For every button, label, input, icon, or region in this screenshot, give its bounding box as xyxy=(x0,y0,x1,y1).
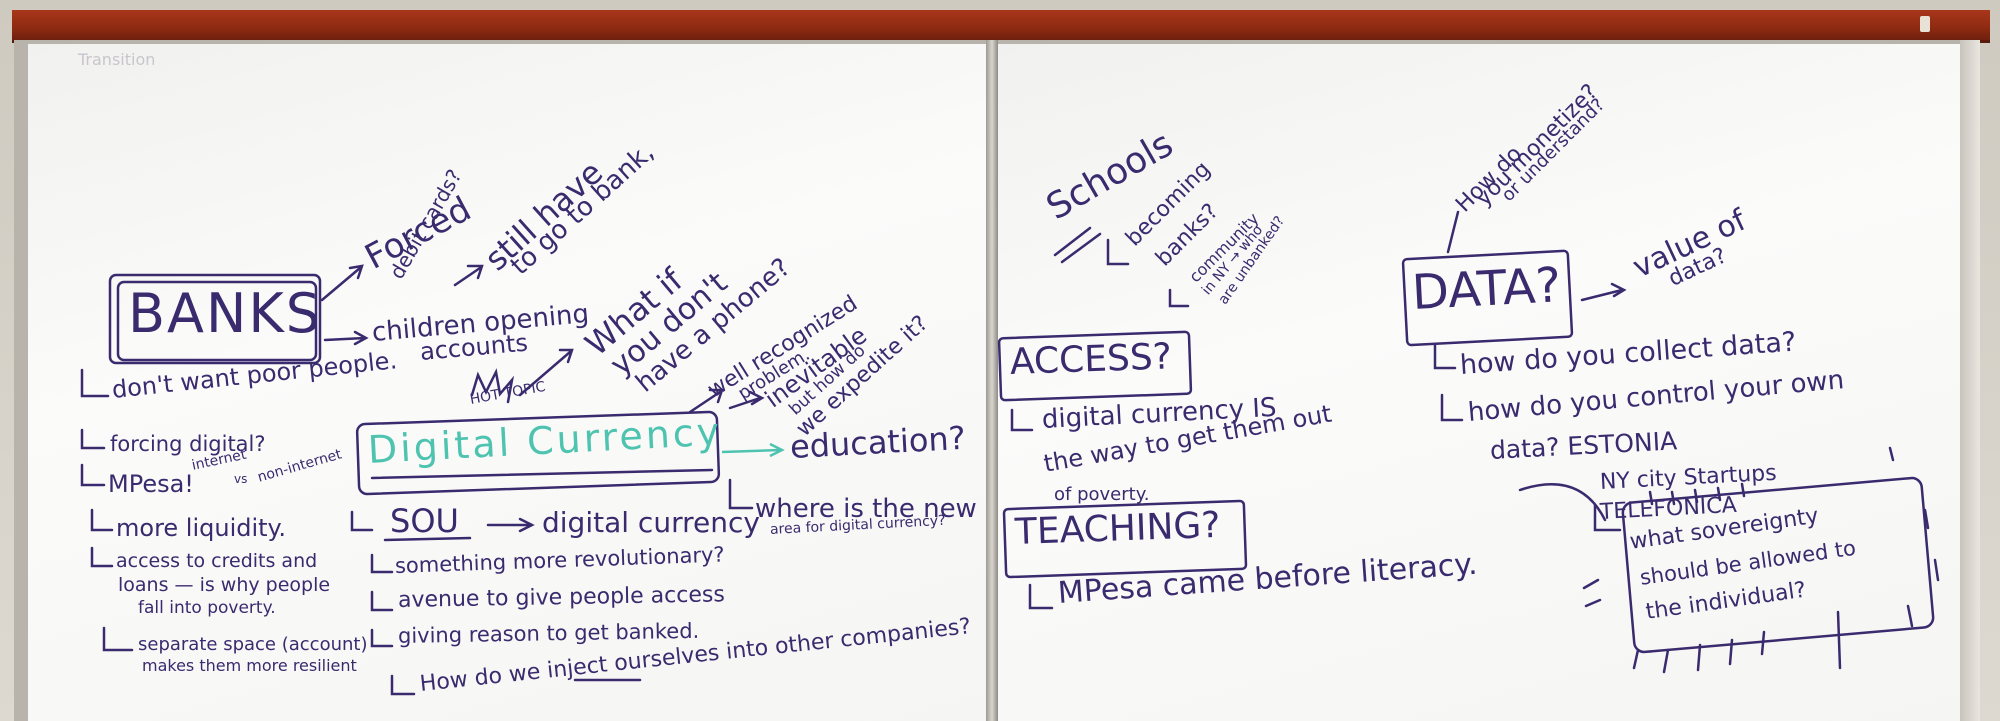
hook-arrow-control xyxy=(1440,393,1464,422)
more-resilient-text: makes them more resilient xyxy=(142,656,357,675)
arrow-to-education xyxy=(721,442,785,458)
hook-arrow-where xyxy=(728,478,754,510)
where-new-text: where is the new xyxy=(755,494,977,524)
arrow-to-forced xyxy=(320,264,364,302)
arrow-to-still-have xyxy=(453,264,484,287)
hook-arrow-community xyxy=(1168,288,1190,308)
access-heading: ACCESS? xyxy=(1009,336,1173,383)
forcing-digital-text: forcing digital? xyxy=(110,432,266,456)
digital-currency-underline xyxy=(370,468,714,480)
arrow-to-digital xyxy=(486,517,535,533)
vs-text: vs xyxy=(234,472,248,486)
data-heading: DATA? xyxy=(1410,257,1563,321)
data-box xyxy=(1401,249,1574,347)
hook-arrow-sov xyxy=(1593,503,1622,532)
digital-currency-box xyxy=(355,410,721,496)
whiteboard-right-panel xyxy=(998,44,1960,721)
teaching-box xyxy=(1002,499,1248,579)
banks-heading: BANKS xyxy=(128,282,323,345)
hook-arrow-inject xyxy=(390,674,416,696)
sov-curve xyxy=(1518,483,1607,522)
emphasis-ticks xyxy=(1582,446,1940,674)
hook-arrow-sou xyxy=(350,510,374,532)
access-box xyxy=(997,330,1193,402)
sou-underline xyxy=(383,536,472,542)
board-right-edge xyxy=(1960,40,1980,721)
arrow-to-what-if xyxy=(518,348,574,397)
hook-arrow-avenue xyxy=(370,590,394,612)
arrow-to-well-recognized xyxy=(688,388,724,414)
mpesa-text: MPesa! xyxy=(108,470,194,498)
hook-arrow-5 xyxy=(90,546,114,568)
schools-tick-1 xyxy=(1053,226,1092,257)
of-poverty-text: of poverty. xyxy=(1054,484,1150,505)
hook-arrow-1 xyxy=(80,368,110,398)
arrow-to-children xyxy=(323,330,369,346)
arrow-to-value xyxy=(1580,282,1627,302)
tray-clip xyxy=(1920,16,1930,32)
banks-box xyxy=(108,273,322,365)
hook-arrow-4 xyxy=(90,508,114,532)
banks-box-inner xyxy=(116,280,318,362)
whiteboard-left-panel xyxy=(28,44,986,721)
corner-faint-text: Transition xyxy=(78,50,156,69)
data-line-up xyxy=(1446,210,1460,254)
hook-arrow-schools xyxy=(1106,238,1130,266)
hook-arrow-3 xyxy=(80,463,106,487)
hook-arrow-rev xyxy=(370,553,394,574)
loans-text: loans — is why people xyxy=(118,574,331,596)
panel-seam xyxy=(986,40,998,721)
more-liquidity-text: more liquidity. xyxy=(116,514,286,542)
sou-text: SOU xyxy=(390,502,459,540)
hot-topic-burst xyxy=(470,368,515,404)
sovereignty-box xyxy=(1621,476,1935,654)
hook-arrow-6 xyxy=(102,626,134,652)
hook-arrow-teaching xyxy=(1028,583,1054,610)
hook-arrow-giving xyxy=(370,628,394,648)
schools-tick-2 xyxy=(1060,232,1102,264)
hook-arrow-collect xyxy=(1433,343,1457,370)
fall-poverty-text: fall into poverty. xyxy=(138,598,276,618)
digital-currency-text: digital currency xyxy=(542,506,760,539)
hook-arrow-access xyxy=(1010,408,1034,432)
hook-arrow-2 xyxy=(80,428,106,450)
separate-space-text: separate space (account) xyxy=(138,634,368,655)
access-credits-text: access to credits and xyxy=(116,550,318,572)
arrow-to-inevitable xyxy=(728,390,765,410)
teaching-heading: TEACHING? xyxy=(1014,504,1222,553)
